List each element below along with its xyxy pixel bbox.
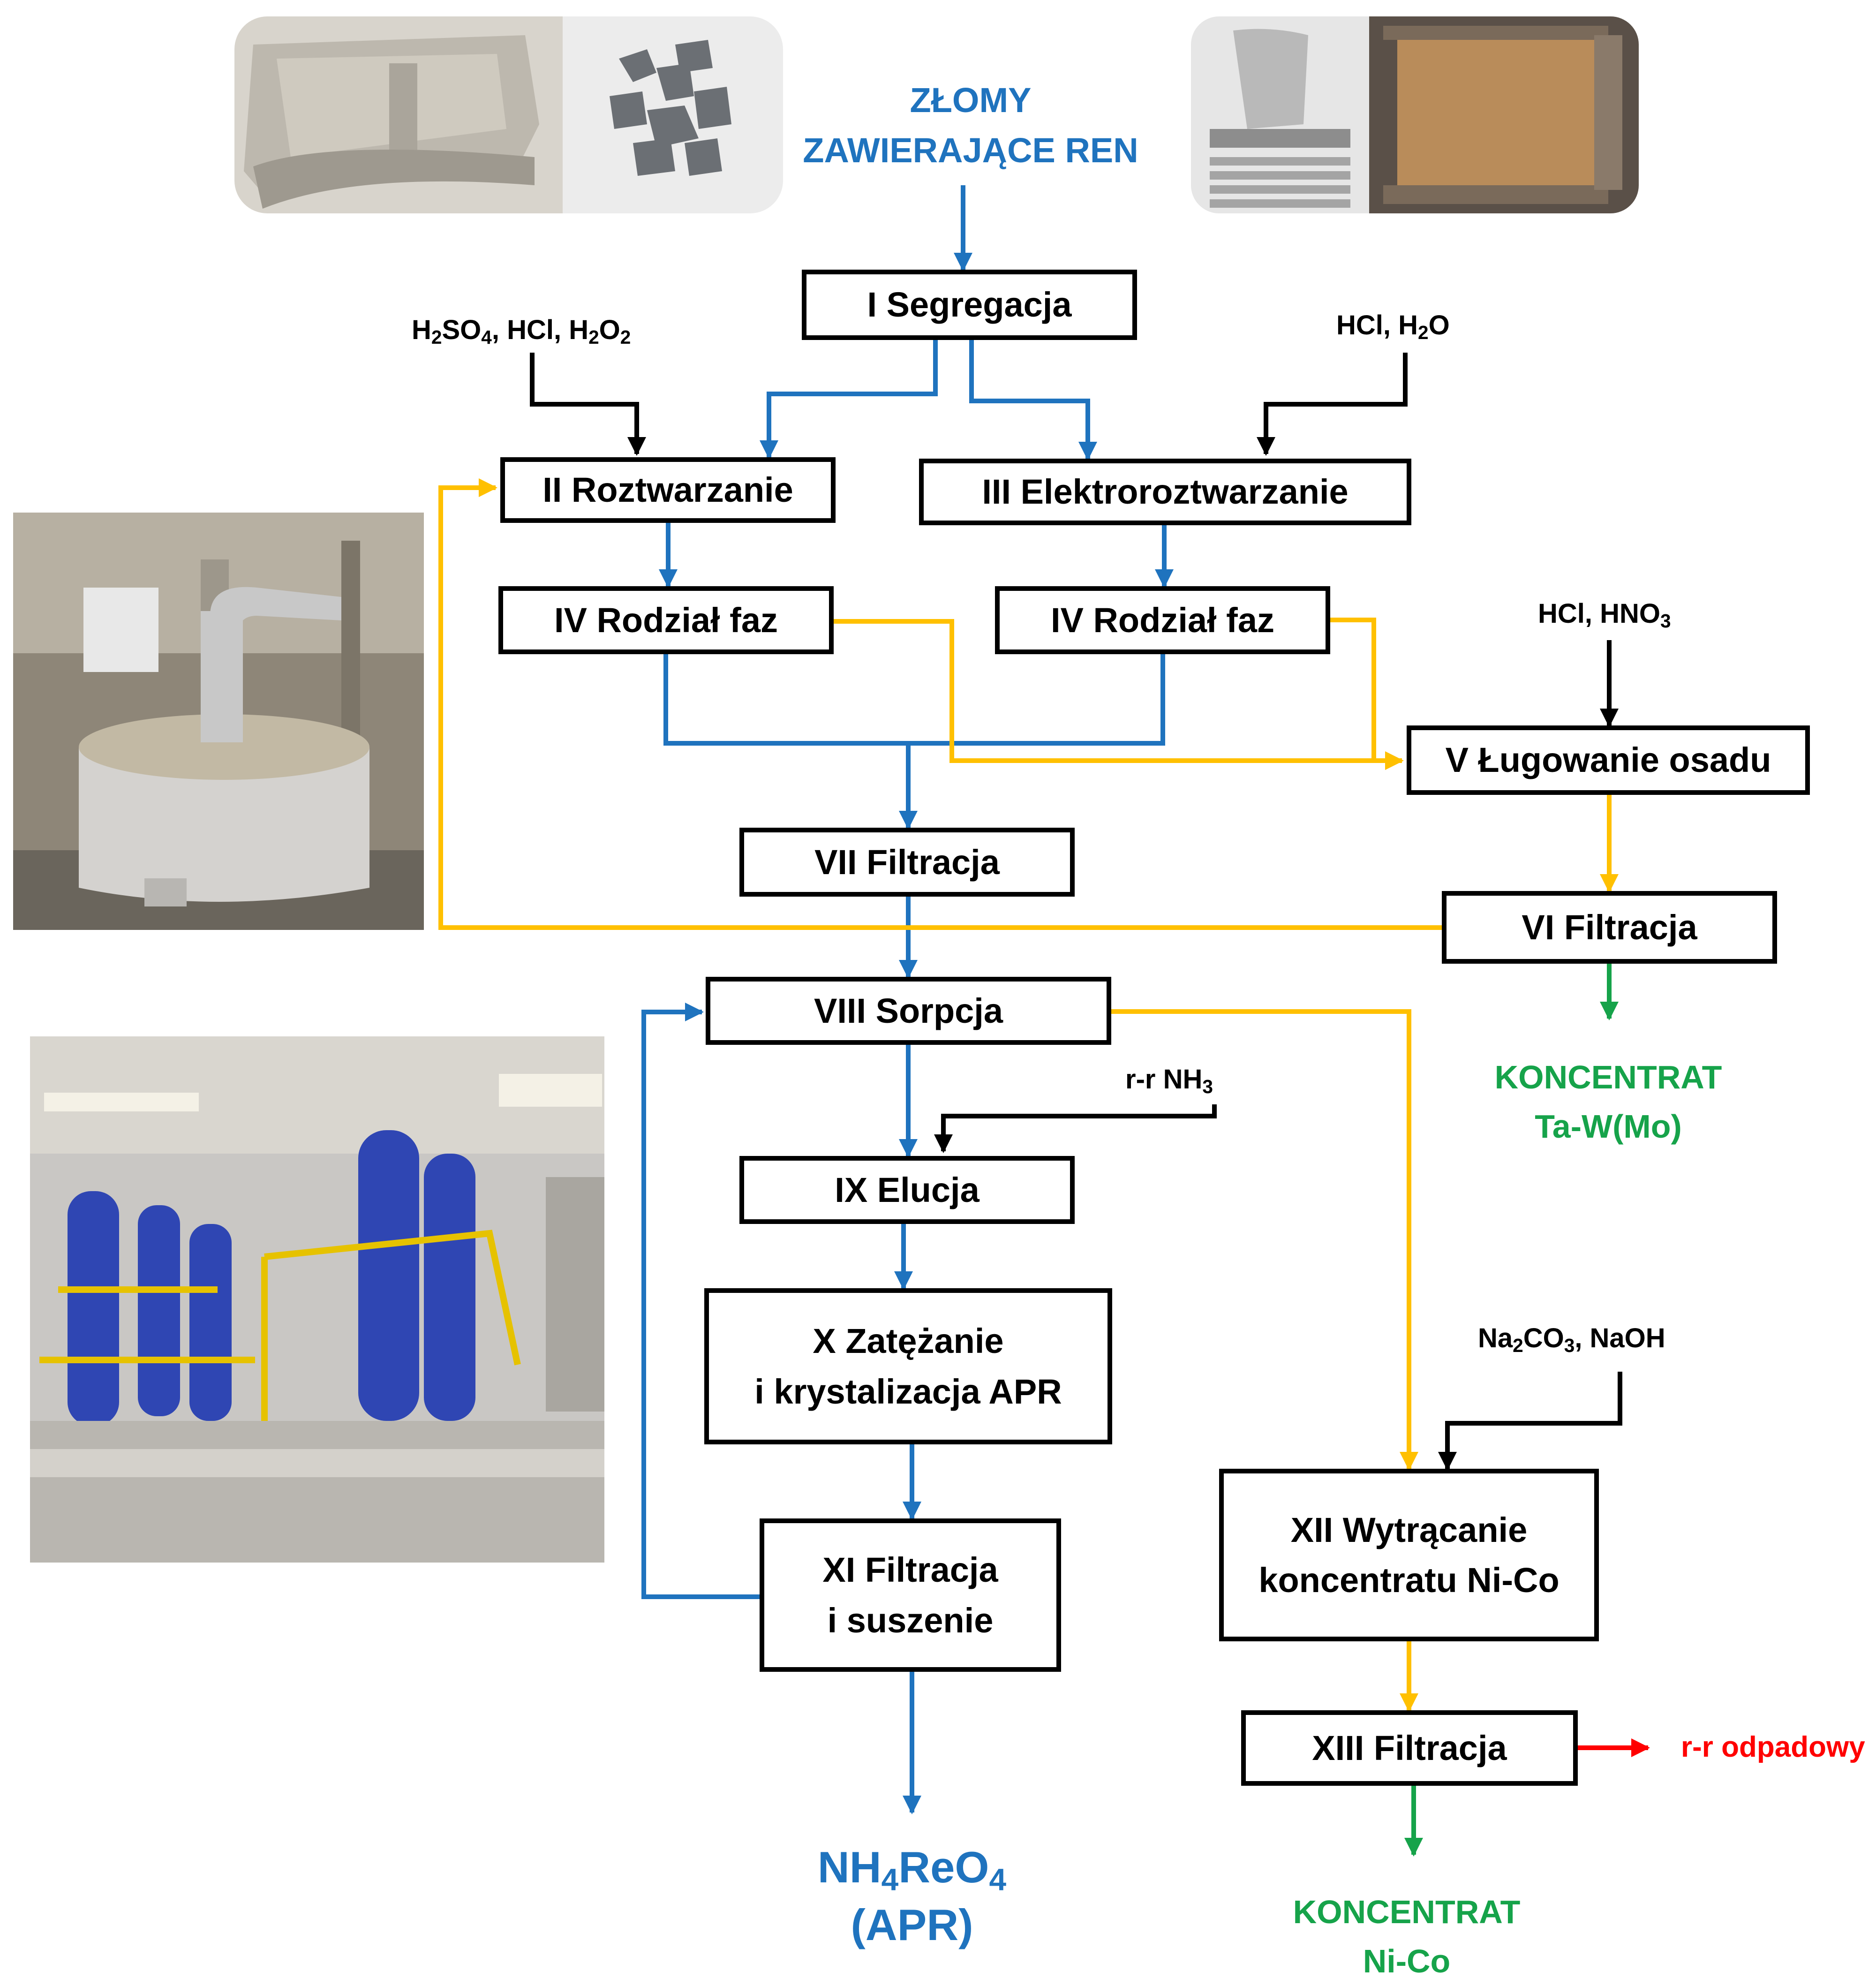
output-ta-w-concentrate: KONCENTRAT Ta-W(Mo) [1468,1053,1749,1151]
reagent-label-r5: Na2CO3, NaOH [1478,1322,1665,1357]
arrow-segregacja-to-roztwarzanie [760,340,938,459]
step-elucja: IX Elucja [739,1156,1075,1224]
step-elektroroztwarzanie-label: III Elektroroztwarzanie [982,472,1349,512]
step-zatezanie-line1: X Zatężanie [813,1321,1004,1361]
step-vii-filtracja: VII Filtracja [739,828,1075,897]
step-elektroroztwarzanie: III Elektroroztwarzanie [919,459,1411,525]
reagent-r5-part: CO [1523,1323,1564,1353]
step-zatezanie: X Zatężanie i krystalizacja APR [704,1288,1112,1444]
step-rodzial-faz-a: IV Rodział faz [498,586,834,654]
output-ni-co-concentrate: KONCENTRAT Ni-Co [1275,1888,1538,1986]
arrow-reagent-r4 [934,1104,1217,1153]
step-roztwarzanie-label: II Roztwarzanie [542,470,793,510]
sorption-columns-photo [30,1036,604,1563]
arrow-segregacja-to-elektro [969,340,1097,461]
step-wytracanie-line1: XII Wytrącanie [1290,1510,1528,1549]
output-waste-solution: r-r odpadowy [1681,1731,1865,1763]
step-lugowanie-osadu-label: V Ługowanie osadu [1445,740,1771,780]
arrow-reagent-r2 [1257,353,1408,456]
scrap-photo-right [1191,16,1639,213]
output-apr-name: (APR) [851,1900,973,1949]
step-segregacja: I Segregacja [802,270,1137,340]
reagent-r5-part: , NaOH [1575,1323,1665,1353]
step-rodzial-faz-a-label: IV Rodział faz [554,600,778,640]
output-ta-w-line1: KONCENTRAT [1494,1059,1722,1095]
output-ni-co-line2: Ni-Co [1363,1943,1451,1979]
arrow-xi-recycle-to-sorpcja [641,1003,760,1599]
step-xi-filtracja-line1: XI Filtracja [822,1550,998,1590]
reagent-r1-sub: 2 [431,326,442,348]
step-elucja-label: IX Elucja [835,1170,979,1209]
scrap-photo-left [234,16,783,213]
step-wytracanie-line2: koncentratu Ni-Co [1258,1561,1560,1600]
reagent-r4-sub: 3 [1202,1076,1213,1098]
step-xiii-filtracja: XIII Filtracja [1241,1710,1578,1786]
output-ni-co-line1: KONCENTRAT [1293,1894,1521,1930]
arrow-sorpcja-to-xii [1111,1009,1418,1471]
reagent-r4-part: r-r NH [1125,1064,1203,1095]
reagent-r3-part: HCl, HNO [1538,598,1660,629]
step-rodzial-faz-b: IV Rodział faz [995,586,1330,654]
reagent-r1-part: H [412,315,431,345]
step-vii-filtracja-label: VII Filtracja [814,842,1000,882]
page-title: ZŁOMY ZAWIERAJĄCE REN [788,75,1153,176]
reagent-r1-sub: 2 [620,326,631,348]
arrow-reagent-r5 [1438,1372,1622,1471]
step-xi-filtracja-line2: i suszenie [827,1601,994,1640]
step-sorpcja-label: VIII Sorpcja [814,991,1003,1030]
reagent-label-r2: HCl, H2O [1336,310,1450,344]
reagent-r5-sub: 3 [1564,1335,1575,1357]
apr-formula-sub: 4 [881,1862,899,1897]
reagent-r1-part: SO [442,315,482,345]
step-xi-filtracja: XI Filtracja i suszenie [760,1518,1061,1672]
reagent-r2-part: HCl, H [1336,310,1418,340]
output-apr-formula: NH4ReO4 [760,1841,1064,1898]
step-sorpcja: VIII Sorpcja [706,977,1111,1045]
output-ta-w-line2: Ta-W(Mo) [1535,1108,1682,1145]
reagent-r2-sub: 2 [1418,322,1429,344]
arrow-vi-recycle-to-roztwarzanie [438,478,1442,930]
step-lugowanie-osadu: V Ługowanie osadu [1407,725,1810,795]
step-zatezanie-line2: i krystalizacja APR [754,1372,1062,1411]
reagent-label-r3: HCl, HNO3 [1538,598,1671,632]
page-title-line1: ZŁOMY [910,81,1032,120]
reagent-r1-sub: 2 [588,326,599,348]
reagent-r3-sub: 3 [1660,610,1671,632]
arrow-rodzial-a-to-lugowanie [832,619,1404,770]
step-segregacja-label: I Segregacja [867,285,1072,325]
reagent-r5-sub: 2 [1513,1335,1523,1357]
step-vi-filtracja-label: VI Filtracja [1522,907,1697,947]
step-wytracanie: XII Wytrącanie koncentratu Ni-Co [1219,1469,1599,1641]
reagent-label-r1: H2SO4, HCl, H2O2 [412,314,631,348]
apr-formula-sub: 4 [989,1862,1007,1897]
reagent-r5-part: Na [1478,1323,1513,1353]
arrow-reagent-r1 [530,353,646,456]
step-rodzial-faz-b-label: IV Rodział faz [1051,600,1274,640]
apr-formula-part: ReO [898,1843,989,1892]
reagent-r1-sub: 4 [481,326,492,348]
reagent-r2-part: O [1428,310,1450,340]
apr-formula-part: NH [817,1843,881,1892]
reagent-label-r4: r-r NH3 [1125,1064,1213,1098]
connector-rodzial-b-to-lugowanie [1330,618,1376,761]
reagent-r1-part: , HCl, H [491,315,589,345]
page-title-line2: ZAWIERAJĄCE REN [803,131,1138,170]
step-xiii-filtracja-label: XIII Filtracja [1312,1728,1507,1767]
step-vi-filtracja: VI Filtracja [1442,891,1777,964]
reactor-photo [13,513,424,930]
reagent-r1-part: O [599,315,620,345]
step-roztwarzanie: II Roztwarzanie [500,457,836,523]
connector-rodzial-merge [663,654,1165,746]
output-apr: NH4ReO4 (APR) [760,1841,1064,1952]
